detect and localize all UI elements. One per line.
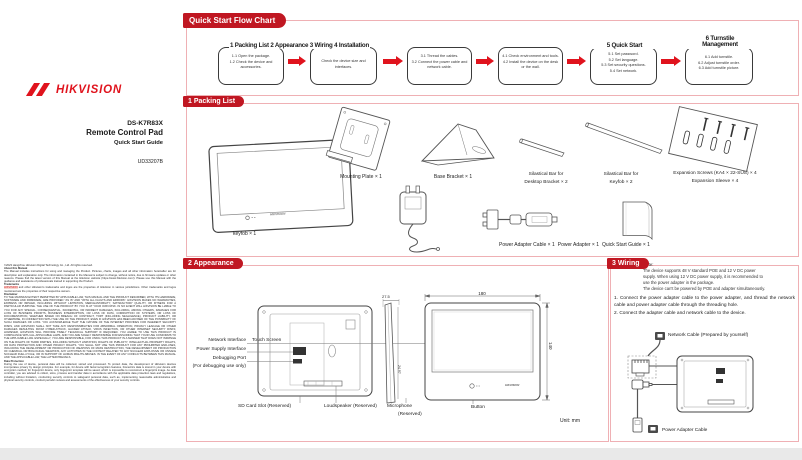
power-adapter-label: Power Adapter × 1 bbox=[557, 242, 600, 248]
brand-logo: HIKVISION bbox=[25, 83, 167, 99]
quick-start-guide-drawing bbox=[622, 201, 653, 241]
disclaimer-body: TO THE MAXIMUM EXTENT PERMITTED BY APPLI… bbox=[4, 295, 176, 360]
side-view-drawing bbox=[382, 299, 400, 404]
data-protection-heading: Data Protection bbox=[4, 359, 24, 363]
silastic-bar-keyfob-drawing bbox=[585, 122, 663, 154]
appearance-title: 2 Appearance bbox=[188, 260, 234, 267]
button-label: Button bbox=[471, 405, 485, 410]
flow-heading-6: 6 Turnstile Management bbox=[685, 35, 755, 49]
network-cable-icon bbox=[655, 332, 665, 340]
wiring-banner: 3 Wiring bbox=[607, 258, 649, 269]
usb-plug bbox=[632, 417, 643, 433]
loudspeaker-label: Loudspeaker (Reserved) bbox=[324, 404, 377, 409]
wiring-step-2: 2. Connect the adapter cable and network… bbox=[614, 310, 746, 316]
flow-arrow-icon bbox=[476, 55, 494, 66]
flow-step-appearance: Check the device size and interfaces. bbox=[310, 47, 377, 85]
about-heading: About this Manual bbox=[4, 267, 28, 271]
trademarks-heading: Trademarks bbox=[4, 283, 20, 287]
trademarks-body: HIKVISION and other Hikvision's trademar… bbox=[4, 286, 176, 293]
power-adapter-cable-diagram-label: Power Adapter Cable bbox=[662, 428, 708, 433]
copyright-line: ©2023 Hangzhou Hikvision Digital Technol… bbox=[4, 264, 93, 267]
flow-arrow-icon bbox=[567, 55, 586, 66]
sd-card-label: SD Card Slot (Reserved) bbox=[238, 404, 292, 409]
power-adapter-drawing bbox=[399, 185, 440, 253]
product-name: Remote Control Pad bbox=[86, 128, 163, 137]
flow-arrow-icon bbox=[661, 55, 681, 66]
flowchart-banner: Quick Start Flow Chart bbox=[183, 13, 287, 28]
rear-view-drawing bbox=[257, 305, 373, 397]
bar-keyfob-label: Silastical Bar for Keyfob × 2 bbox=[603, 172, 639, 185]
flow-step-installation: 4.1 Check environment and tools. 4.2 Ins… bbox=[498, 47, 563, 85]
packing-illustrations bbox=[208, 106, 758, 253]
base-bracket-label: Base Bracket × 1 bbox=[433, 174, 473, 180]
debugging-port-note: (For debugging use only) bbox=[192, 363, 246, 369]
wiring-step-1: 1. Connect the power adapter cable to th… bbox=[614, 296, 795, 308]
expansion-screws-label: Expansion Screws (KA4 × 22-SUS) × 4 Expa… bbox=[673, 171, 757, 184]
dim-width-label: 180 bbox=[478, 291, 486, 296]
flowchart-title: Quick Start Flow Chart bbox=[189, 16, 276, 25]
cover-column: HIKVISION DS-K7R83X Remote Control Pad Q… bbox=[0, 0, 180, 460]
wiring-note-body: The device supports 48 V standard POE an… bbox=[643, 268, 766, 292]
microphone-note: (Reserved) bbox=[398, 412, 422, 417]
page-edge bbox=[0, 448, 802, 460]
power-adapter-cable-drawing bbox=[482, 209, 558, 230]
power-adapter-cable-label: Power Adapter Cable × 1 bbox=[499, 242, 555, 248]
keyfob-label: keyfob × 1 bbox=[233, 231, 257, 237]
bottom-items-labels: Power Adapter Cable × 1 Power Adapter × … bbox=[499, 242, 650, 248]
base-bracket-drawing bbox=[420, 123, 495, 166]
flow-step-wiring: 3.1 Thread the cables. 3.2 Connect the p… bbox=[407, 47, 472, 85]
packing-title: 1 Packing List bbox=[188, 98, 236, 105]
mounting-plate-drawing bbox=[325, 106, 391, 171]
frontview-brand-microtext: HIKVISION bbox=[505, 383, 520, 387]
front-view-drawing bbox=[424, 302, 541, 401]
wiring-title: 3 Wiring bbox=[612, 260, 640, 267]
flow-heading-5: 5 Quick Start bbox=[592, 42, 657, 49]
flow-arrow-icon bbox=[383, 55, 403, 66]
network-cable-label: Network Cable (Prepared by yourself) bbox=[668, 333, 749, 338]
flow-step-quickstart: 5.1 Set password. 5.2 Set language. 5.3 … bbox=[590, 47, 657, 85]
barrel-connector bbox=[631, 379, 653, 390]
expansion-screws-drawing bbox=[668, 106, 758, 172]
power-cable-icon bbox=[648, 425, 658, 433]
network-interface-label: Network Interface bbox=[208, 338, 246, 343]
rj45-dashed-box bbox=[627, 355, 657, 379]
bar-desktop-label: Silastical Bar for Desktop Bracket × 2 bbox=[524, 172, 568, 185]
keyfob-drawing bbox=[208, 139, 354, 233]
keyfob-brand-microtext: HIKVISION bbox=[269, 211, 286, 217]
disclaimer-heading: Disclaimer bbox=[4, 292, 18, 296]
dimension-lines bbox=[424, 294, 550, 401]
appearance-diagram bbox=[247, 294, 550, 404]
brand-name: HIKVISION bbox=[56, 83, 122, 96]
flow-arrow-icon bbox=[288, 55, 306, 66]
dim-height-label: 140 bbox=[548, 342, 553, 350]
power-supply-label: Power Supply Interface bbox=[196, 346, 246, 352]
legal-text: ©2023 Hangzhou Hikvision Digital Technol… bbox=[4, 264, 176, 446]
guide-subtitle: Quick Start Guide bbox=[114, 140, 163, 146]
touch-screen-label: Touch Screen bbox=[252, 338, 282, 343]
microphone-label: Microphone bbox=[387, 404, 413, 409]
flow-heading-1to4: 1 Packing List 2 Appearance 3 Wiring 4 I… bbox=[229, 42, 371, 49]
wiring-steps: 1. Connect the power adapter cable to th… bbox=[614, 296, 795, 318]
silastic-bar-desktop-drawing bbox=[519, 138, 565, 157]
about-body: The Manual includes instructions for usi… bbox=[4, 270, 176, 283]
doc-code: UD33207B bbox=[137, 159, 163, 165]
rj45-connector bbox=[631, 359, 650, 377]
appearance-banner: 2 Appearance bbox=[183, 258, 243, 269]
title-block: DS-K7R83X Remote Control Pad Quick Start… bbox=[20, 120, 163, 165]
debugging-port-label: Debugging Port bbox=[212, 356, 246, 361]
dim-side-depth-label: 24.97 bbox=[397, 365, 401, 374]
wiring-device-rear bbox=[676, 355, 754, 413]
model-number: DS-K7R83X bbox=[127, 120, 163, 127]
flow-step-packing: 1.1 Open the package. 1.2 Check the devi… bbox=[218, 47, 284, 85]
quick-start-guide-label: Quick Start Guide × 1 bbox=[602, 242, 650, 248]
trademark-word: HIKVISION bbox=[4, 286, 18, 290]
flow-step-turnstile: 6.1 Add turnstile. 6.2 Adjust turnstile … bbox=[685, 47, 753, 85]
dim-side-top-label: 27.5 bbox=[382, 294, 390, 299]
wiring-diagram bbox=[627, 332, 754, 433]
mounting-plate-label: Mounting Plate × 1 bbox=[340, 174, 382, 180]
packing-banner: 1 Packing List bbox=[183, 96, 245, 107]
unit-label: Unit: mm bbox=[560, 418, 580, 424]
data-protection-body: During the use of device, personal data … bbox=[4, 362, 176, 382]
